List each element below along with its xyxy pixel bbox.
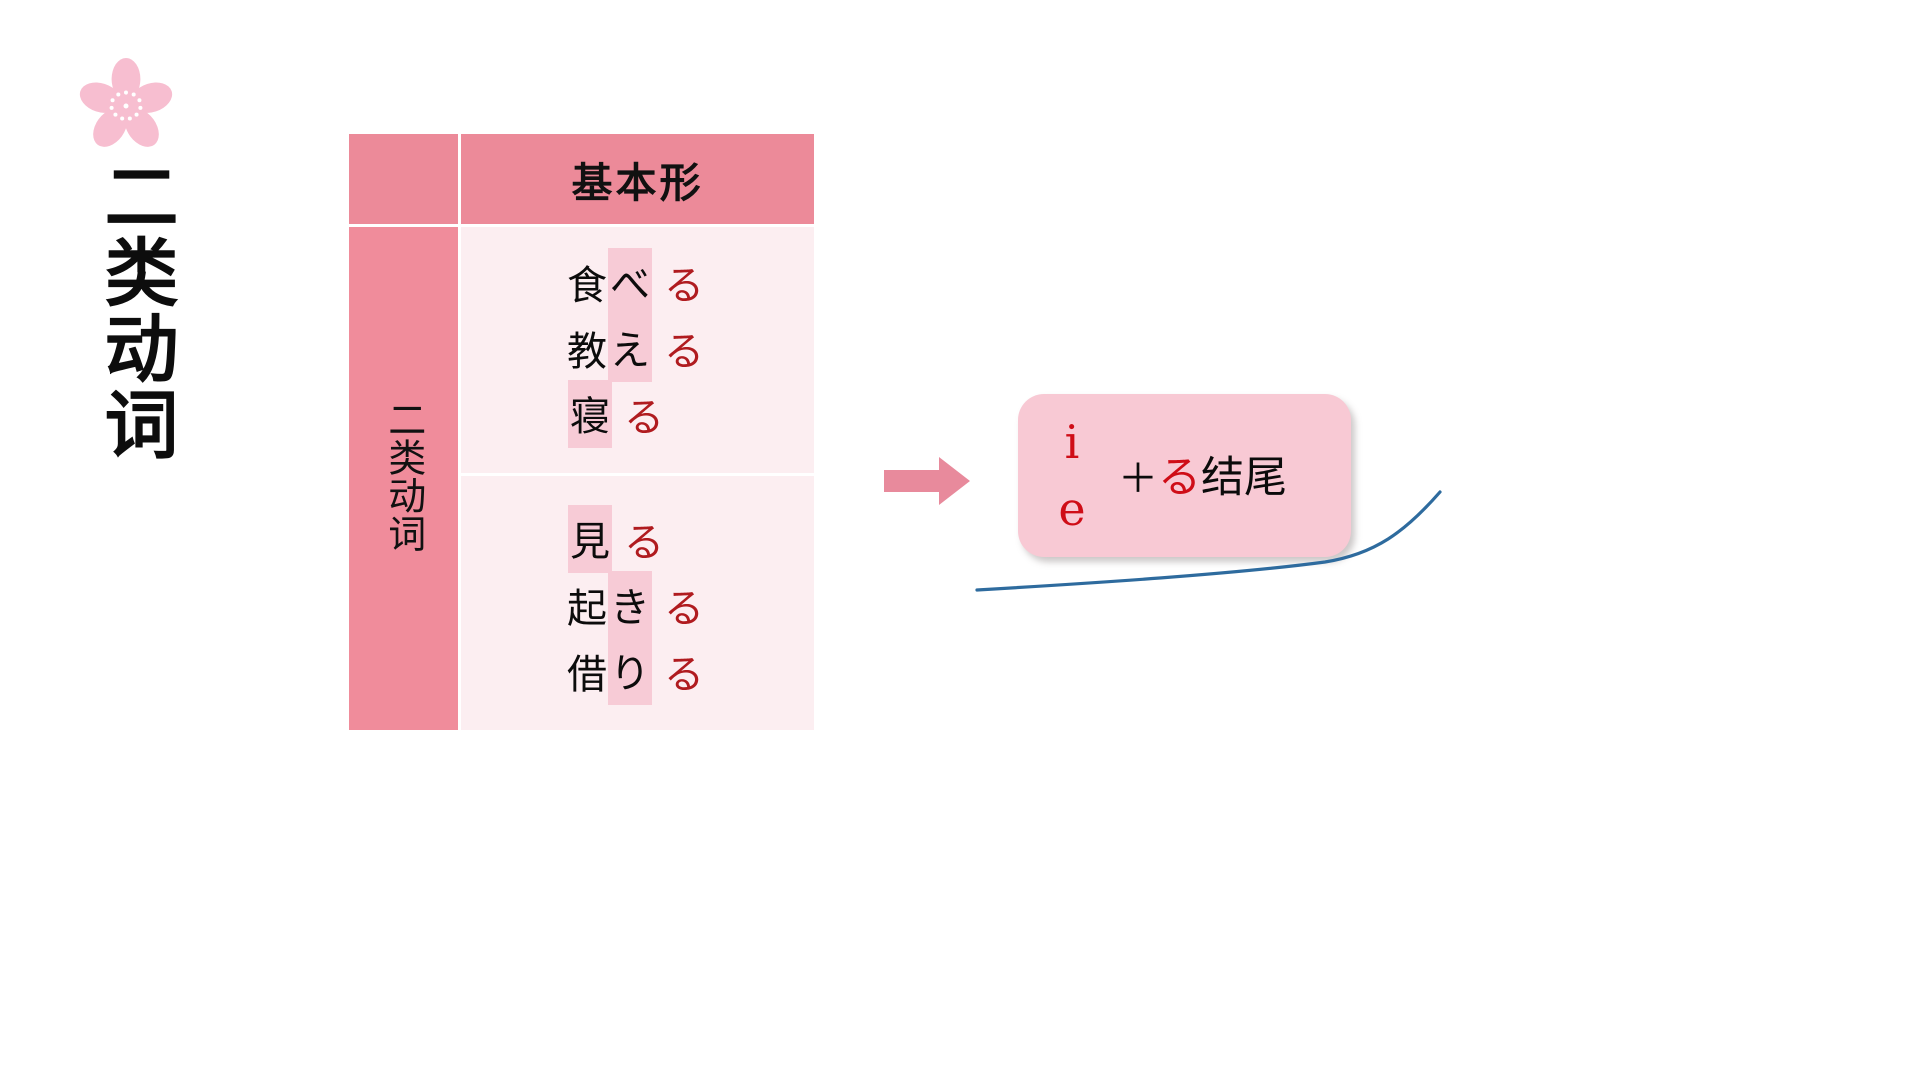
table-row: 食 べ る — [461, 248, 814, 316]
table-side-label-text: 二类动词 — [381, 400, 426, 552]
right-arrow-icon — [884, 457, 970, 505]
verb-stem: 借 — [567, 652, 607, 698]
plus-sign: ＋ — [1118, 455, 1158, 502]
sakura-flower-icon — [79, 58, 173, 147]
verb-group-e-stem: 食 べ る 教 え る 寝 る — [461, 224, 814, 473]
table-side-label-cell: 二类动词 — [349, 224, 461, 730]
table-header-corner-cell — [349, 134, 461, 224]
table-row: 起 き る — [461, 571, 814, 639]
conjugation-table: 基本形 二类动词 食 べ る 教 え る 寝 る — [349, 134, 814, 730]
vowel-i: i — [1064, 414, 1080, 469]
rule-text: ＋る结尾 — [1118, 443, 1351, 509]
verb-suffix-ru: る — [664, 329, 704, 375]
verb-suffix-ru: る — [624, 395, 664, 441]
rule-callout-box: i e ＋る结尾 — [1018, 394, 1351, 557]
verb-highlight-kana: 見 — [568, 505, 612, 573]
verb-highlight-kana: べ — [608, 248, 652, 316]
verb-highlight-kana: え — [608, 314, 652, 382]
verb-highlight-kana: り — [608, 637, 652, 705]
verb-highlight-kana: 寝 — [568, 380, 612, 448]
table-body-row: 見 る 起 き る 借 り る — [349, 473, 814, 730]
verb-stem: 教 — [567, 329, 607, 375]
table-row: 寝 る — [461, 380, 814, 448]
verb-suffix-ru: る — [664, 263, 704, 309]
vowel-stack: i e — [1018, 409, 1118, 542]
tail-label: 结尾 — [1201, 452, 1287, 503]
verb-suffix-ru: る — [664, 652, 704, 698]
table-row: 見 る — [461, 505, 814, 573]
table-row: 教 え る — [461, 314, 814, 382]
verb-stem: 食 — [567, 263, 607, 309]
verb-suffix-ru: る — [664, 586, 704, 632]
table-row: 借 り る — [461, 637, 814, 705]
vowel-e: e — [1058, 481, 1086, 536]
table-header-basic-form: 基本形 — [461, 134, 814, 224]
verb-highlight-kana: き — [608, 571, 652, 639]
page-title: 二类动词 — [92, 158, 178, 462]
verb-stem: 起 — [567, 586, 607, 632]
table-header-row: 基本形 — [349, 134, 814, 224]
verb-group-i-stem: 見 る 起 き る 借 り る — [461, 473, 814, 730]
ru-kana: る — [1158, 452, 1201, 503]
verb-suffix-ru: る — [624, 520, 664, 566]
table-body-row: 二类动词 食 べ る 教 え る 寝 る — [349, 224, 814, 730]
